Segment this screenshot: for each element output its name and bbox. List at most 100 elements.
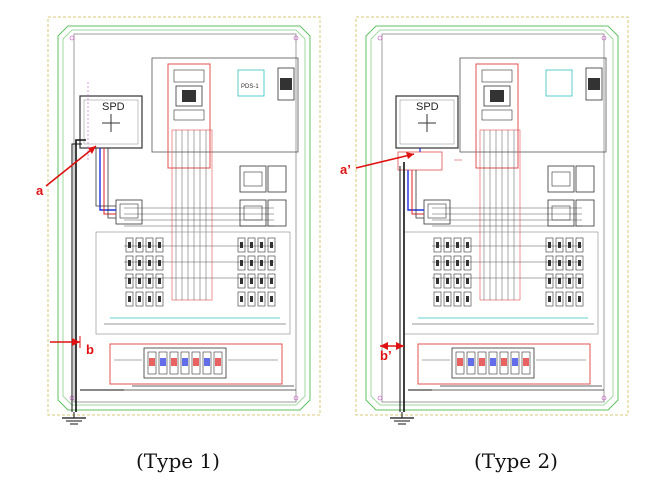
mcb-breaker [257,273,266,289]
mcb-breaker [237,255,246,271]
back-plate [381,33,605,403]
panel-type1: PDS-1 SPD [36,16,321,473]
side-meter [585,67,603,101]
mcb-breaker [237,291,246,307]
mcb-rows [433,237,584,307]
callout-a-line [45,145,97,187]
mcb-breaker [575,273,584,289]
mcb-breaker [575,255,584,271]
mcb-breaker [555,291,564,307]
terminal-strip-box [109,343,283,385]
spd-wire-blue [407,170,424,211]
mcb-breaker [145,273,154,289]
mcb-breaker [125,291,134,307]
mcb-breaker [257,291,266,307]
mcb-breaker [463,291,472,307]
main-breaker-box [475,63,519,169]
top-label: PDS-1 [241,84,259,90]
mcb-breaker [575,237,584,253]
mcb-breaker [267,273,276,289]
busbar-grid [432,129,582,301]
lower-rail-frame [95,231,291,335]
terminal-lug [455,351,465,375]
busbar-grid [124,129,274,301]
mcb-breaker [433,291,442,307]
mcb-breaker [247,273,256,289]
mcb-breaker [257,255,266,271]
caption-type2: (Type 2) [474,449,558,473]
mcb-breaker [247,255,256,271]
meter-box [545,69,573,97]
mcb-breaker [155,273,164,289]
branch-breaker [547,165,575,193]
callout-a-label: a [36,183,44,198]
mcb-breaker [125,237,134,253]
mcb-breaker [125,273,134,289]
terminal-lug [213,351,223,375]
mcb-rows [125,237,276,307]
top-breaker-area [151,57,299,153]
terminal-lug [180,351,190,375]
mcb-breaker [443,291,452,307]
ground-symbol [62,412,86,425]
terminal-lug [169,351,179,375]
mcb-breaker [433,273,442,289]
mcb-breaker [155,255,164,271]
main-breaker-box [167,63,211,169]
terminal-lug [477,351,487,375]
terminal-lug [191,351,201,375]
mcb-breaker [555,273,564,289]
branch-breaker [239,165,267,193]
mcb-breaker [565,237,574,253]
mcb-breaker [545,237,554,253]
terminal-lug [147,351,157,375]
terminal-lug [521,351,531,375]
terminal-block [451,347,535,379]
mcb-breaker [135,237,144,253]
mcb-breaker [237,237,246,253]
spd-label: SPD [416,101,439,113]
spd-breaker [115,199,143,225]
inner-frame [370,29,614,406]
caption-type1: (Type 1) [136,449,220,473]
mcb-breaker [433,255,442,271]
mcb-breaker [463,237,472,253]
mcb-breaker [463,255,472,271]
mcb-breaker [125,255,134,271]
panel-type2: SPD [340,16,629,473]
mcb-breaker [575,291,584,307]
inner-frame [62,29,306,406]
mcb-breaker [545,273,554,289]
spd-wire-red [411,170,424,215]
terminal-strip-box [417,343,591,385]
terminal-lug [510,351,520,375]
enclosure-outline [355,16,629,416]
mcb-breaker [565,255,574,271]
inner-frame-outer [365,25,619,411]
mcb-breaker [145,237,154,253]
mcb-breaker [247,291,256,307]
enclosure-outline [47,16,321,416]
terminal-lug [499,351,509,375]
mcb-breaker [135,273,144,289]
mcb-breaker [453,255,462,271]
mcb-breaker [135,255,144,271]
callout-a-line [355,153,415,169]
mcb-breaker [267,237,276,253]
mcb-breaker [135,291,144,307]
mcb-breaker [555,255,564,271]
mcb-breaker [463,273,472,289]
mcb-breaker [443,273,452,289]
mcb-breaker [237,273,246,289]
ground-conductor [75,139,86,412]
mcb-breaker [555,237,564,253]
mcb-breaker [247,237,256,253]
mcb-breaker [433,237,442,253]
top-breaker-area [459,57,607,153]
mcb-breaker [267,255,276,271]
mcb-breaker [545,291,554,307]
inner-frame-outer [57,25,311,411]
terminal-block [143,347,227,379]
